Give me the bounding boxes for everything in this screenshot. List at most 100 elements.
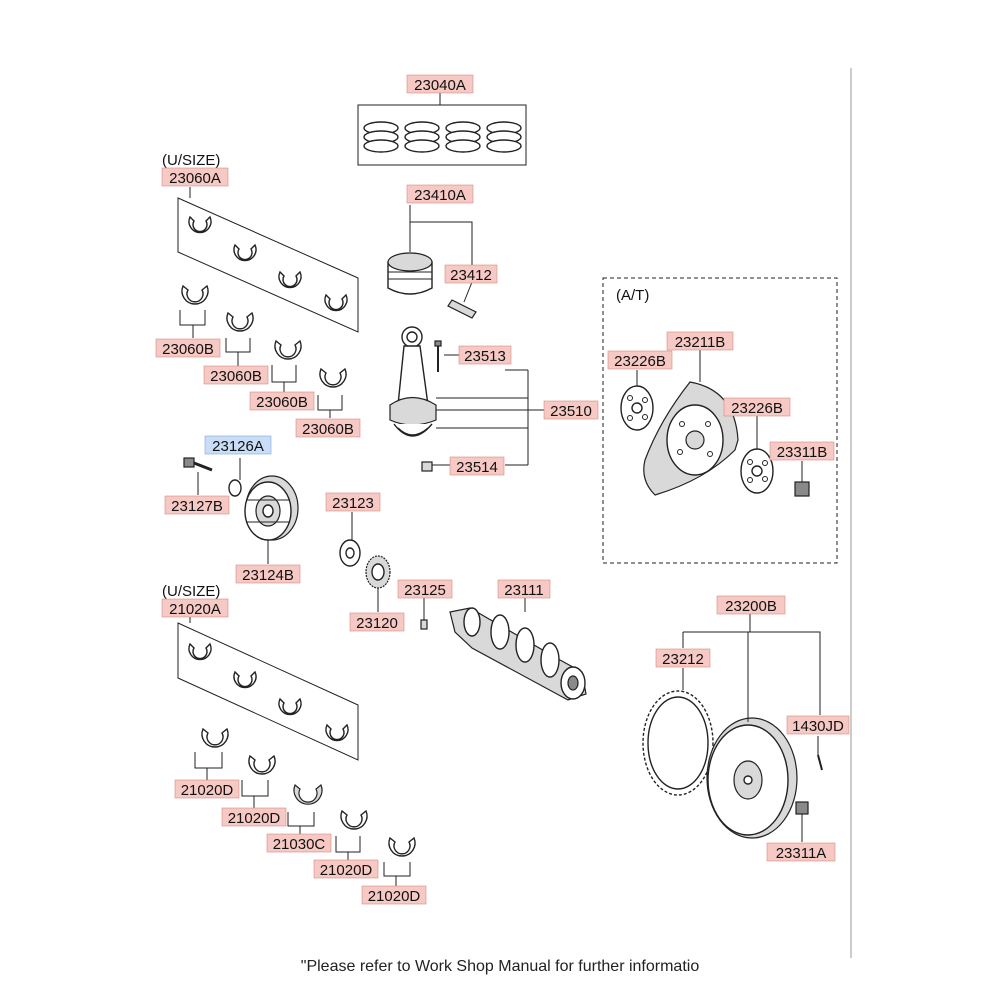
part-label-23120[interactable]: 23120 (349, 612, 405, 632)
svg-text:21020D: 21020D (228, 810, 281, 827)
upper-bearing-single-1[interactable] (181, 284, 209, 305)
svg-text:23510: 23510 (550, 403, 592, 420)
svg-text:21020D: 21020D (181, 782, 234, 799)
crank-spacer[interactable] (339, 539, 361, 567)
dowel-pin[interactable] (817, 754, 823, 771)
svg-text:21030C: 21030C (273, 836, 326, 853)
svg-text:23123: 23123 (332, 495, 374, 512)
at-box-label: (A/T) (616, 287, 649, 304)
drive-plate-adapter-1[interactable] (620, 385, 654, 431)
lower-bearing-single-1[interactable] (201, 727, 229, 748)
part-label-23200B[interactable]: 23200B (716, 595, 786, 615)
flywheel-bolt[interactable] (795, 801, 809, 815)
ring-2 (404, 121, 440, 153)
part-label-21020A[interactable]: 21020A (161, 598, 229, 618)
usize-note-bottom: (U/SIZE) (162, 583, 220, 600)
pulley-bolt[interactable] (183, 457, 213, 472)
lower-bearing-single-3[interactable] (340, 809, 368, 830)
lower-bearing-single-2[interactable] (248, 754, 276, 775)
svg-text:23060B: 23060B (210, 368, 262, 385)
svg-text:23060B: 23060B (302, 421, 354, 438)
part-label-23212[interactable]: 23212 (655, 648, 711, 668)
crank-key[interactable] (420, 619, 428, 630)
part-label-23226B-2[interactable]: 23226B (723, 397, 791, 417)
drive-plate-bolt[interactable] (794, 481, 810, 497)
part-label-21020D-1[interactable]: 21020D (174, 779, 240, 799)
svg-text:23212: 23212 (662, 651, 704, 668)
part-label-21030C[interactable]: 21030C (266, 833, 332, 853)
piston-pin[interactable] (447, 299, 477, 319)
rod-nut[interactable] (421, 461, 433, 472)
svg-text:23226B: 23226B (731, 400, 783, 417)
part-label-21020D-2[interactable]: 21020D (221, 807, 287, 827)
svg-text:23126A: 23126A (212, 438, 264, 455)
drive-plate-adapter-2[interactable] (740, 448, 774, 494)
svg-text:23125: 23125 (404, 582, 446, 599)
svg-text:21020D: 21020D (320, 862, 373, 879)
svg-text:23311B: 23311B (777, 444, 828, 461)
svg-text:23060A: 23060A (169, 170, 221, 187)
part-label-23126A[interactable]: 23126A (204, 435, 272, 455)
upper-bearing-single-4[interactable] (319, 367, 347, 388)
lower-bearing-thrust[interactable] (293, 784, 323, 805)
svg-text:23060B: 23060B (256, 394, 308, 411)
part-label-23412[interactable]: 23412 (444, 264, 498, 284)
part-label-23060A[interactable]: 23060A (161, 167, 229, 187)
svg-text:23211B: 23211B (675, 334, 726, 351)
svg-text:23127B: 23127B (171, 498, 223, 515)
part-label-21020D-4[interactable]: 21020D (361, 885, 427, 905)
part-label-23226B-1[interactable]: 23226B (607, 350, 673, 370)
part-label-21020D-3[interactable]: 21020D (313, 859, 379, 879)
part-label-23125[interactable]: 23125 (397, 579, 453, 599)
piston[interactable] (387, 252, 433, 295)
part-label-23127B[interactable]: 23127B (164, 495, 230, 515)
svg-text:23060B: 23060B (162, 341, 214, 358)
connecting-rod[interactable] (389, 326, 437, 437)
svg-text:21020D: 21020D (368, 888, 421, 905)
part-label-23514[interactable]: 23514 (449, 456, 505, 476)
part-label-23311A[interactable]: 23311A (766, 842, 836, 862)
crank-sprocket[interactable] (365, 555, 391, 589)
svg-text:23410A: 23410A (414, 187, 466, 204)
svg-text:23514: 23514 (456, 459, 498, 476)
lower-bearing-set[interactable] (177, 622, 359, 761)
upper-bearing-single-2[interactable] (226, 311, 254, 332)
part-label-23060B-4[interactable]: 23060B (295, 418, 361, 438)
part-label-23124B[interactable]: 23124B (235, 564, 301, 584)
part-label-23410A[interactable]: 23410A (406, 184, 474, 204)
piston-ring-set[interactable] (357, 104, 527, 166)
flywheel[interactable] (706, 717, 798, 839)
ring-1 (363, 121, 399, 153)
svg-text:23226B: 23226B (614, 353, 666, 370)
part-label-23123[interactable]: 23123 (325, 492, 381, 512)
svg-text:21020A: 21020A (169, 601, 221, 618)
svg-text:23513: 23513 (464, 348, 506, 365)
upper-bearing-single-3[interactable] (274, 339, 302, 360)
svg-text:23120: 23120 (356, 615, 398, 632)
part-label-23060B-1[interactable]: 23060B (155, 338, 221, 358)
rod-bolt[interactable] (434, 340, 442, 372)
svg-text:23111: 23111 (504, 582, 544, 599)
ring-set-frame (357, 104, 527, 166)
part-label-23060B-3[interactable]: 23060B (249, 391, 315, 411)
pulley-washer[interactable] (228, 479, 242, 497)
part-label-23510[interactable]: 23510 (543, 400, 599, 420)
svg-text:23124B: 23124B (242, 567, 294, 584)
svg-text:23040A: 23040A (414, 77, 466, 94)
lower-bearing-single-4[interactable] (388, 836, 416, 857)
part-label-1430JD[interactable]: 1430JD (786, 715, 850, 735)
svg-text:23412: 23412 (450, 267, 492, 284)
part-label-23311B[interactable]: 23311B (769, 441, 835, 461)
part-label-23040A[interactable]: 23040A (406, 74, 474, 94)
usize-note-top: (U/SIZE) (162, 152, 220, 169)
ring-gear[interactable] (642, 690, 714, 796)
upper-bearing-set[interactable] (177, 197, 359, 333)
part-label-23060B-2[interactable]: 23060B (203, 365, 269, 385)
part-label-23111[interactable]: 23111 (497, 579, 551, 599)
crank-pulley[interactable] (244, 475, 299, 541)
svg-text:1430JD: 1430JD (792, 718, 844, 735)
svg-text:23311A: 23311A (776, 845, 827, 862)
part-label-23513[interactable]: 23513 (458, 345, 512, 365)
crankshaft[interactable] (449, 607, 587, 701)
part-label-23211B[interactable]: 23211B (666, 331, 734, 351)
